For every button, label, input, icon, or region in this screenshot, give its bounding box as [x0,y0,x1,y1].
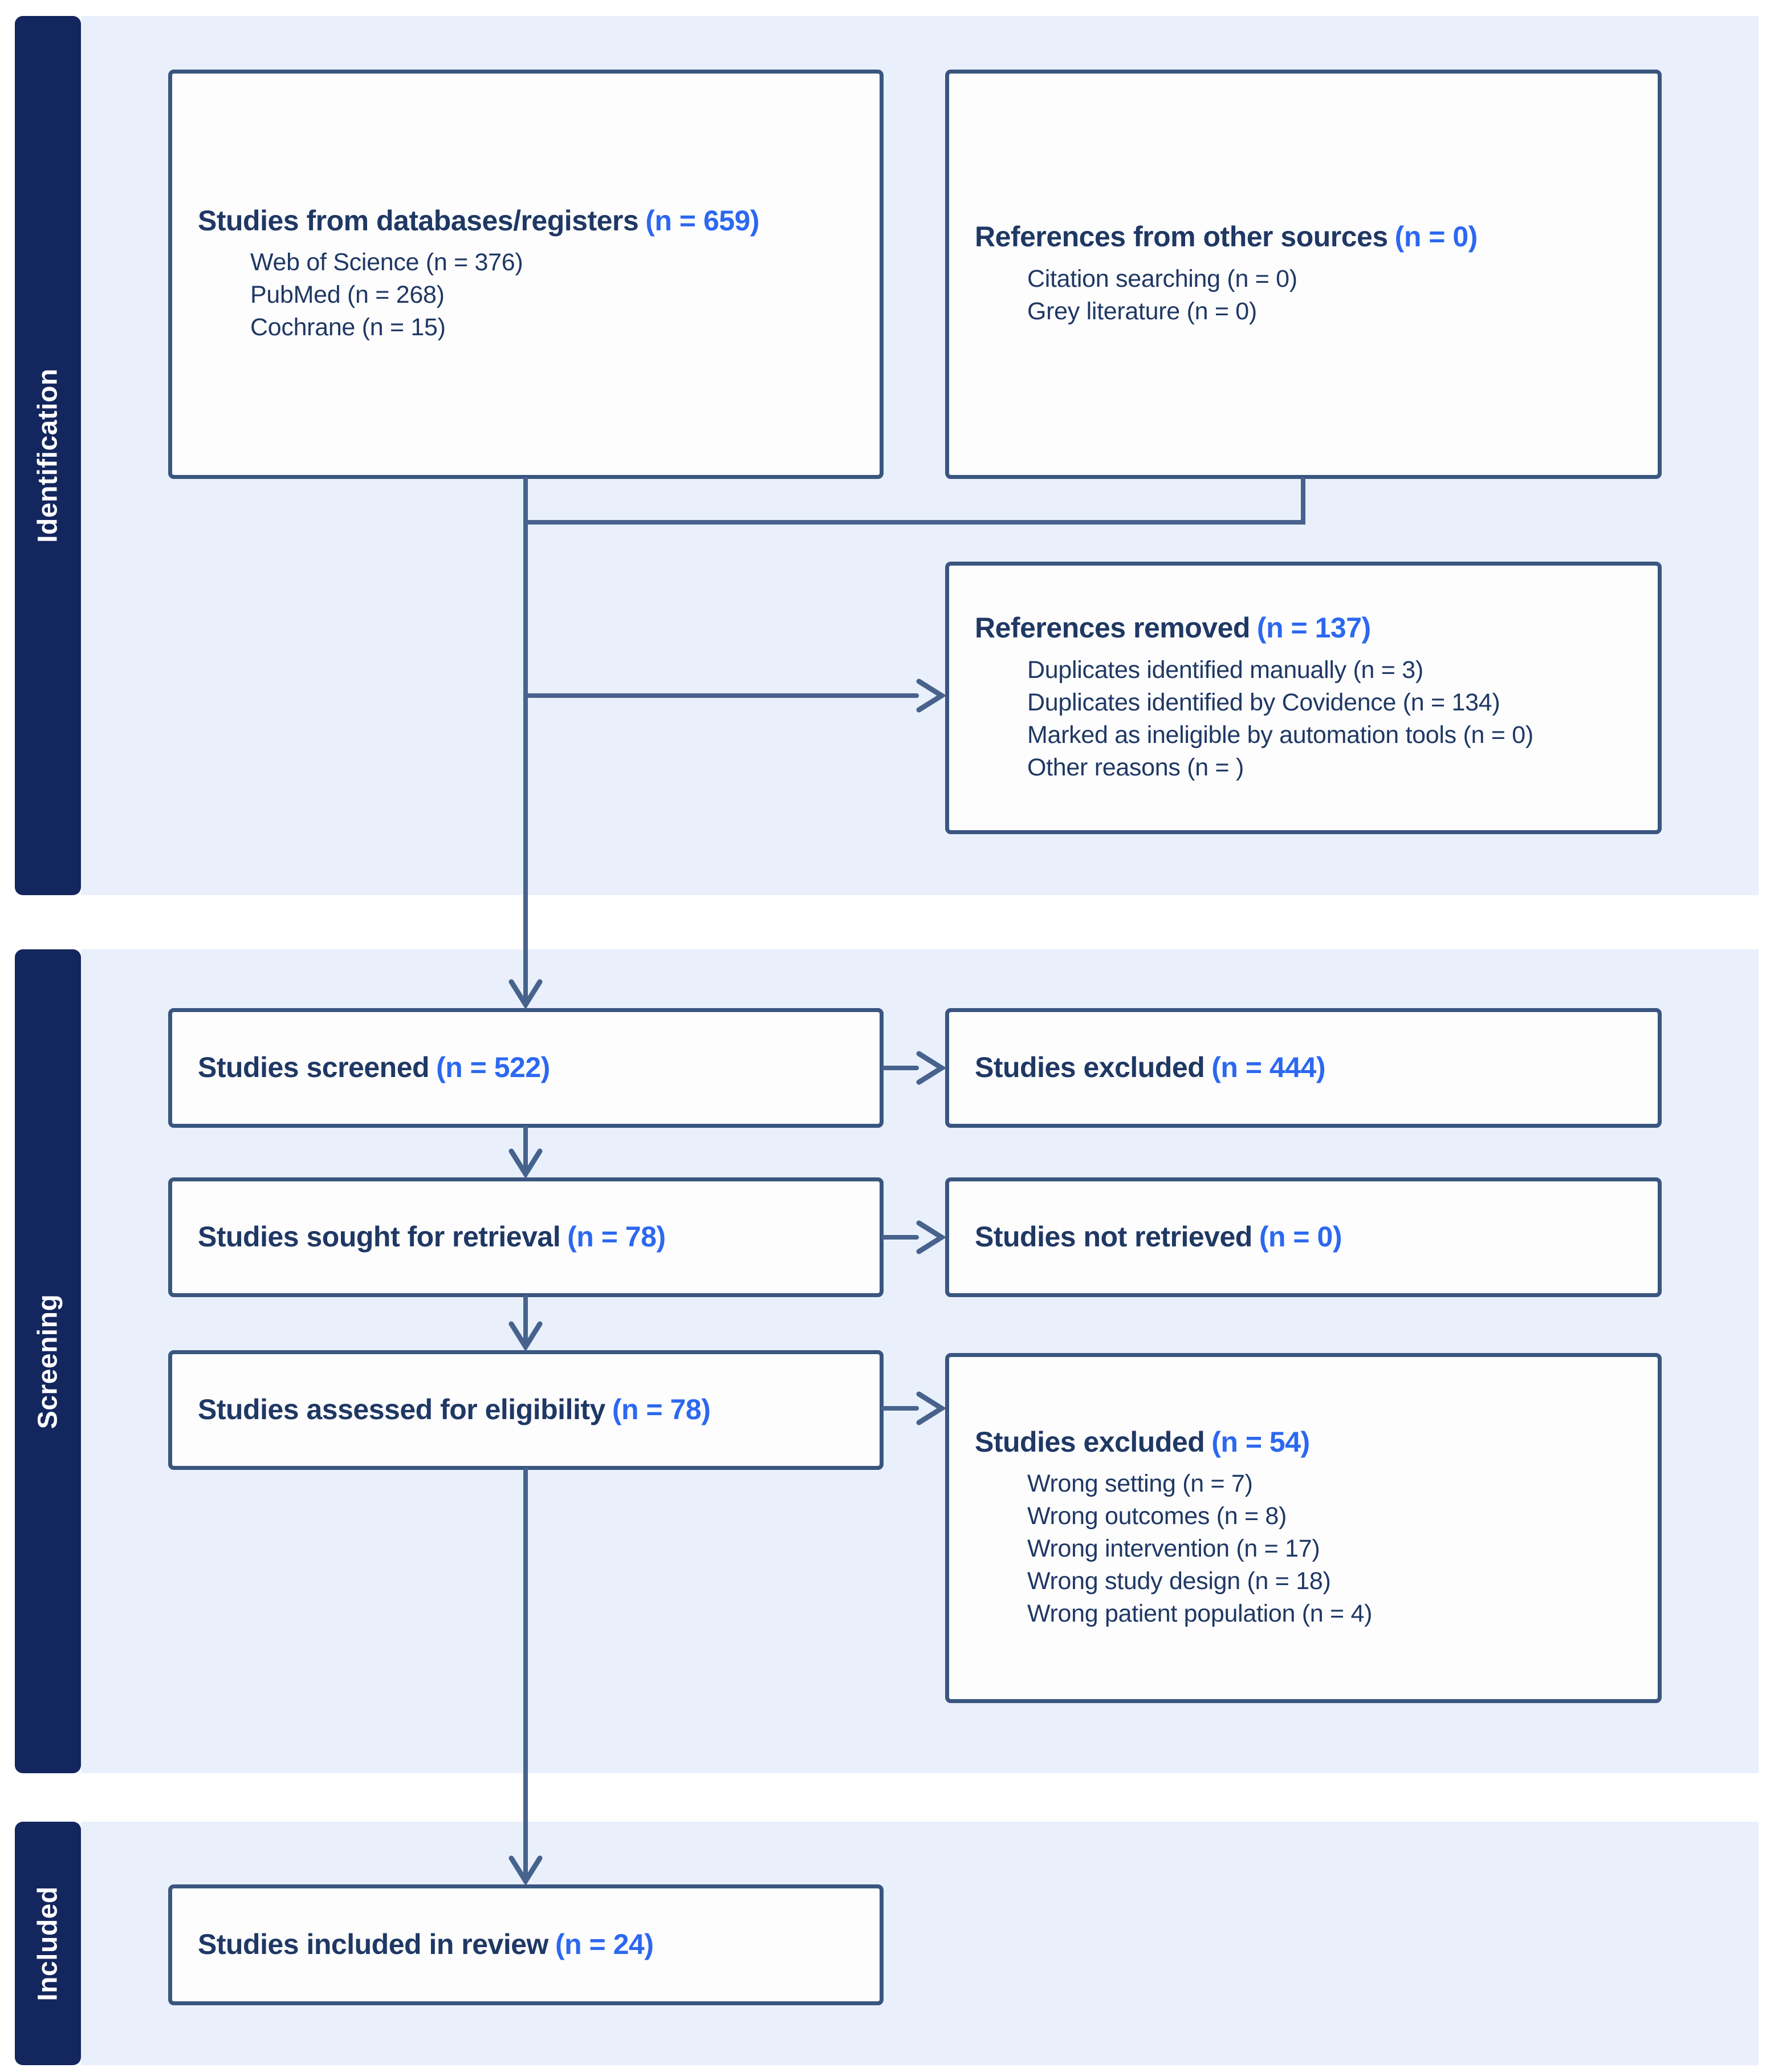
list-item: Duplicates identified by Covidence (n = … [1027,688,1500,716]
included-stage-label: Included [32,1886,63,2001]
list-item: Other reasons (n = ) [1027,753,1244,781]
list-item: Web of Science (n = 376) [250,249,523,277]
box-title-text: Studies not retrieved [975,1221,1252,1253]
box-title-text: Studies included in review [198,1928,548,1961]
list-item: Wrong setting (n = 7) [1027,1470,1253,1498]
box-subitems: Duplicates identified manually (n = 3) D… [975,654,1533,784]
box-count: (n = 24) [555,1928,654,1961]
box-title: Studies excluded(n = 54) [975,1426,1310,1459]
box-studies-not-retrieved: Studies not retrieved(n = 0) [945,1177,1662,1297]
list-item: Wrong intervention (n = 17) [1027,1535,1320,1563]
box-title-text: Studies sought for retrieval [198,1221,561,1253]
list-item: Grey literature (n = 0) [1027,297,1257,325]
box-title-text: Studies excluded [975,1425,1205,1458]
box-title: Studies from databases/registers(n = 659… [198,205,759,238]
box-count: (n = 659) [645,204,759,237]
box-studies-excluded-eligibility: Studies excluded(n = 54) Wrong setting (… [945,1353,1662,1703]
box-studies-included-review: Studies included in review(n = 24) [168,1884,884,2005]
list-item: Wrong study design (n = 18) [1027,1567,1331,1595]
box-count: (n = 78) [612,1393,711,1426]
list-item: Wrong patient population (n = 4) [1027,1600,1373,1628]
screening-stage-label: Screening [32,1294,63,1429]
list-item: Duplicates identified manually (n = 3) [1027,656,1423,684]
box-title-text: References from other sources [975,221,1388,253]
box-title-text: Studies assessed for eligibility [198,1393,605,1426]
identification-stage-label: Identification [32,368,63,543]
box-studies-sought-retrieval: Studies sought for retrieval(n = 78) [168,1177,884,1297]
box-title: Studies included in review(n = 24) [198,1928,654,1961]
box-references-other-sources: References from other sources(n = 0) Cit… [945,70,1662,479]
box-title: References removed(n = 137) [975,612,1371,645]
screening-stage-bar: Screening [15,949,81,1773]
box-title-text: Studies excluded [975,1051,1205,1084]
box-count: (n = 444) [1211,1051,1325,1084]
box-title: Studies excluded(n = 444) [975,1051,1325,1084]
list-item: Citation searching (n = 0) [1027,265,1297,292]
box-count: (n = 522) [436,1051,550,1084]
box-studies-assessed-eligibility: Studies assessed for eligibility(n = 78) [168,1350,884,1470]
box-subitems: Web of Science (n = 376) PubMed (n = 268… [198,246,523,344]
box-title-text: References removed [975,612,1250,644]
box-title: Studies sought for retrieval(n = 78) [198,1221,666,1254]
list-item: Cochrane (n = 15) [250,314,446,342]
box-title: Studies assessed for eligibility(n = 78) [198,1393,711,1427]
box-title-text: Studies from databases/registers [198,204,639,237]
list-item: PubMed (n = 268) [250,281,445,309]
box-references-removed: References removed(n = 137) Duplicates i… [945,562,1662,834]
list-item: Wrong outcomes (n = 8) [1027,1502,1287,1530]
included-stage-bar: Included [15,1822,81,2065]
box-count: (n = 54) [1211,1425,1310,1458]
identification-stage-bar: Identification [15,16,81,895]
box-title: Studies screened(n = 522) [198,1051,550,1084]
box-title-text: Studies screened [198,1051,430,1084]
box-count: (n = 0) [1259,1221,1342,1253]
box-studies-screened: Studies screened(n = 522) [168,1008,884,1128]
box-studies-excluded-screening: Studies excluded(n = 444) [945,1008,1662,1128]
box-title: References from other sources(n = 0) [975,221,1478,254]
box-count: (n = 78) [567,1221,666,1253]
list-item: Marked as ineligible by automation tools… [1027,721,1533,749]
box-subitems: Wrong setting (n = 7) Wrong outcomes (n … [975,1468,1372,1630]
box-count: (n = 0) [1394,221,1478,253]
box-subitems: Citation searching (n = 0) Grey literatu… [975,263,1297,328]
box-title: Studies not retrieved(n = 0) [975,1221,1342,1254]
box-count: (n = 137) [1256,612,1371,644]
box-studies-from-databases: Studies from databases/registers(n = 659… [168,70,884,479]
